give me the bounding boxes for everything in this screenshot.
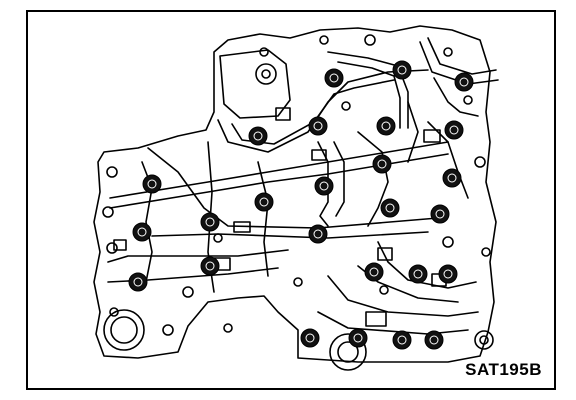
bolt-highlight bbox=[329, 73, 339, 83]
bolt-icon bbox=[372, 154, 392, 174]
bolt-group bbox=[128, 60, 474, 350]
bolt-highlight bbox=[369, 267, 379, 277]
bolt-highlight bbox=[137, 227, 147, 237]
bolt-icon bbox=[200, 212, 220, 232]
bolt-highlight bbox=[435, 209, 445, 219]
bolt-icon bbox=[254, 192, 274, 212]
accumulator-ring bbox=[103, 309, 145, 351]
bolt-highlight bbox=[413, 269, 423, 279]
diagram-frame: SAT195B bbox=[26, 10, 556, 390]
bolt-icon bbox=[454, 72, 474, 92]
bolt-highlight bbox=[319, 181, 329, 191]
bolt-highlight bbox=[397, 335, 407, 345]
bolt-icon bbox=[444, 120, 464, 140]
bolt-highlight bbox=[133, 277, 143, 287]
bolt-highlight bbox=[205, 261, 215, 271]
bolt-icon bbox=[300, 328, 320, 348]
bolt-highlight bbox=[397, 65, 407, 75]
figure-code-label: SAT195B bbox=[465, 360, 542, 379]
bolt-highlight bbox=[449, 125, 459, 135]
bolt-icon bbox=[408, 264, 428, 284]
bolt-highlight bbox=[447, 173, 457, 183]
bolt-icon bbox=[142, 174, 162, 194]
bolt-highlight bbox=[259, 197, 269, 207]
bolt-icon bbox=[430, 204, 450, 224]
bolt-icon bbox=[200, 256, 220, 276]
bolt-highlight bbox=[459, 77, 469, 87]
bolt-highlight bbox=[443, 269, 453, 279]
valve-body-outline bbox=[93, 25, 497, 363]
bolt-icon bbox=[132, 222, 152, 242]
bolt-icon bbox=[392, 330, 412, 350]
bolt-icon bbox=[314, 176, 334, 196]
bolt-highlight bbox=[381, 121, 391, 131]
bolt-highlight bbox=[313, 229, 323, 239]
bolt-icon bbox=[424, 330, 444, 350]
valve-body-drawing bbox=[93, 25, 499, 371]
bolt-highlight bbox=[313, 121, 323, 131]
bolt-icon bbox=[128, 272, 148, 292]
bolt-icon bbox=[324, 68, 344, 88]
bolt-highlight bbox=[147, 179, 157, 189]
bolt-highlight bbox=[253, 131, 263, 141]
bolt-highlight bbox=[205, 217, 215, 227]
bolt-highlight bbox=[429, 335, 439, 345]
bolt-icon bbox=[380, 198, 400, 218]
bolt-icon bbox=[376, 116, 396, 136]
bolt-highlight bbox=[377, 159, 387, 169]
bolt-icon bbox=[438, 264, 458, 284]
bolt-highlight bbox=[305, 333, 315, 343]
bolt-highlight bbox=[353, 333, 363, 343]
bolt-icon bbox=[392, 60, 412, 80]
bolt-highlight bbox=[385, 203, 395, 213]
bolt-icon bbox=[308, 116, 328, 136]
bolt-icon bbox=[248, 126, 268, 146]
bolt-icon bbox=[348, 328, 368, 348]
bolt-icon bbox=[442, 168, 462, 188]
bolt-icon bbox=[308, 224, 328, 244]
bolt-icon bbox=[364, 262, 384, 282]
